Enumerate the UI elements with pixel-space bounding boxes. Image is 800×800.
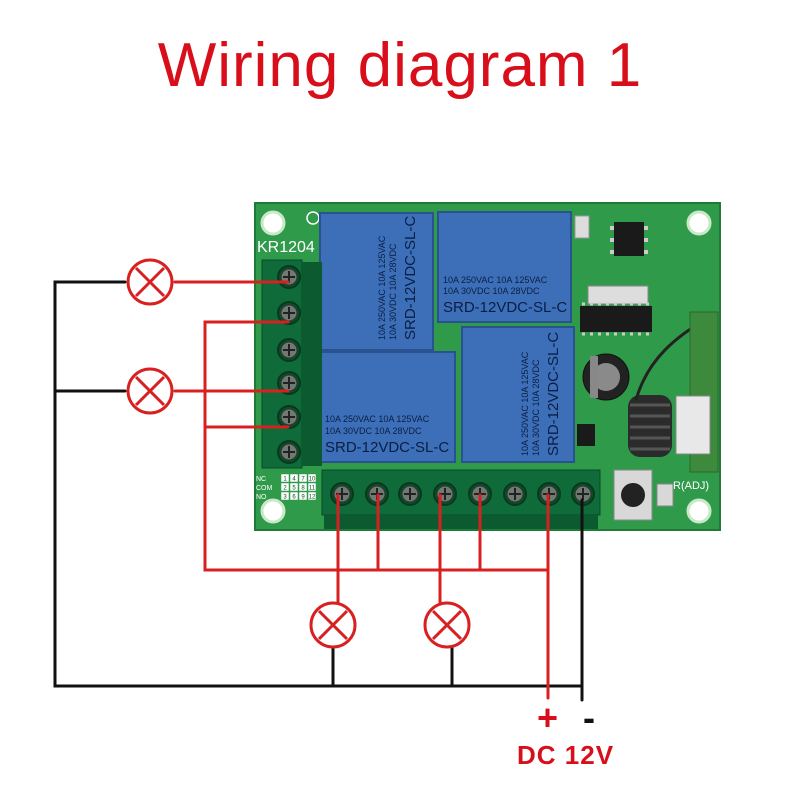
terminal-screw-bottom: [330, 482, 354, 506]
positive-terminal-sign: +: [537, 697, 559, 738]
terminal-block-bottom: [321, 469, 601, 529]
terminal-number-cell: [298, 473, 308, 483]
terminal-number-cell: [307, 473, 317, 483]
lamp-icon: [126, 367, 174, 415]
relay-2-rating-1: 10A 250VAC 10A 125VAC: [443, 275, 548, 285]
rf-module: [675, 311, 719, 473]
relay-1-rating-2: 10A 30VDC 10A 28VDC: [388, 243, 398, 340]
header-pins: [587, 285, 649, 305]
diode: [577, 424, 595, 446]
relay-4-rating-1: 10A 250VAC 10A 125VAC: [520, 351, 530, 456]
lamp-icon: [309, 601, 357, 649]
capacitor: [582, 353, 630, 401]
terminal-screw-left: [277, 405, 301, 429]
terminal-screw-left: [277, 371, 301, 395]
diagram-title: Wiring diagram 1: [157, 31, 643, 100]
adj-label: R(ADJ): [673, 480, 709, 492]
relay-4-model: SRD-12VDC-SL-C: [545, 332, 562, 456]
terminal-screw-left: [277, 301, 301, 325]
terminal-screw-bottom: [398, 482, 422, 506]
relay-3: 10A 250VAC 10A 125VAC 10A 30VDC 10A 28VD…: [319, 351, 456, 463]
relay-2-model: SRD-12VDC-SL-C: [443, 299, 567, 316]
relay-2-rating-2: 10A 30VDC 10A 28VDC: [443, 286, 540, 296]
terminal-number-cell: [280, 491, 290, 501]
terminal-block-left: [261, 259, 322, 469]
relay-4: 10A 250VAC 10A 125VAC 10A 30VDC 10A 28VD…: [461, 326, 575, 463]
terminal-number-cell: [280, 473, 290, 483]
power-supply-label: DC 12V: [517, 740, 615, 770]
relay-3-rating-1: 10A 250VAC 10A 125VAC: [325, 414, 430, 424]
terminal-screw-left: [277, 338, 301, 362]
terminal-number: 9: [301, 495, 305, 501]
terminal-number: 5: [292, 486, 296, 492]
relay-3-rating-2: 10A 30VDC 10A 28VDC: [325, 426, 422, 436]
terminal-screw-left: [277, 265, 301, 289]
mounting-hole: [686, 210, 712, 236]
relay-1-model: SRD-12VDC-SL-C: [402, 216, 419, 340]
terminal-screw-bottom: [503, 482, 527, 506]
relay-1: 10A 250VAC 10A 125VAC 10A 30VDC 10A 28VD…: [319, 212, 434, 351]
terminal-number-cell: [289, 491, 299, 501]
row-label-com: COM: [256, 485, 273, 492]
row-label-nc: NC: [256, 476, 266, 483]
negative-wire-main: [53, 280, 584, 688]
terminal-number: 3: [283, 495, 287, 501]
terminal-number: 1: [283, 477, 287, 483]
terminal-number-cell: [280, 482, 290, 492]
lamp-icon: [423, 601, 471, 649]
terminal-number: 4: [292, 477, 296, 483]
terminal-number-cell: [298, 491, 308, 501]
terminal-number: 7: [301, 477, 305, 483]
negative-wires: [53, 280, 584, 702]
terminal-number: 11: [309, 486, 316, 492]
ic-chip-small: [610, 222, 648, 256]
terminal-number: 12: [309, 495, 316, 501]
terminal-number: 2: [283, 486, 287, 492]
terminal-number-cell: [307, 482, 317, 492]
relay-2: 10A 250VAC 10A 125VAC 10A 30VDC 10A 28VD…: [437, 211, 572, 323]
mounting-hole: [260, 498, 286, 524]
terminal-number-cell: [298, 482, 308, 492]
positive-wires: [173, 280, 550, 700]
terminal-number: 6: [292, 495, 296, 501]
relay-1-rating-1: 10A 250VAC 10A 125VAC: [377, 235, 387, 340]
terminal-number-cell: [307, 491, 317, 501]
negative-terminal-sign: -: [583, 697, 595, 738]
terminal-screw-left: [277, 440, 301, 464]
terminal-screw-bottom: [433, 482, 457, 506]
antenna-coil: [628, 395, 672, 457]
mounting-hole: [686, 498, 712, 524]
relay-board: KR1204 10A 250VAC 10A 125VAC 10A 30VDC 1…: [254, 202, 721, 531]
relay-3-model: SRD-12VDC-SL-C: [325, 439, 449, 456]
row-label-no: NO: [256, 494, 267, 501]
relay-4-rating-2: 10A 30VDC 10A 28VDC: [531, 359, 541, 456]
terminal-number: 8: [301, 486, 305, 492]
terminal-number: 10: [309, 477, 316, 483]
lamp-icon: [126, 258, 174, 306]
mounting-hole: [260, 210, 286, 236]
terminal-number-cell: [289, 473, 299, 483]
terminal-number-cell: [289, 482, 299, 492]
ic-chip-main: [580, 302, 652, 336]
potentiometer: [656, 483, 674, 507]
push-button: [613, 469, 653, 521]
crystal: [574, 215, 590, 239]
board-model-label: KR1204: [257, 239, 315, 256]
